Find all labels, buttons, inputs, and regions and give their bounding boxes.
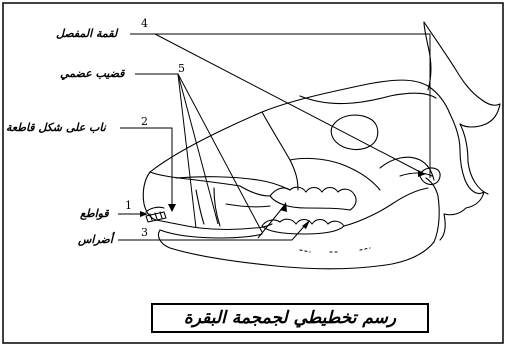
caption-box: رسم تخطيطي لجمجمة البقرة bbox=[151, 303, 429, 333]
diagram-caption: رسم تخطيطي لجمجمة البقرة bbox=[184, 308, 396, 328]
leader-line-4-diagonal bbox=[155, 34, 424, 174]
number-3: 3 bbox=[141, 226, 148, 239]
label-molars: أضراس bbox=[78, 233, 113, 246]
number-2: 2 bbox=[141, 115, 148, 128]
label-condyle: لقمة المفصل bbox=[56, 27, 117, 40]
arrowhead-canine bbox=[168, 204, 176, 212]
label-bony-rod: قضيب عضمي bbox=[60, 67, 124, 80]
label-canine: ناب على شكل قاطعة bbox=[6, 121, 106, 134]
leader-line-5c bbox=[178, 74, 262, 232]
label-incisors: قواطع bbox=[80, 207, 109, 220]
number-1: 1 bbox=[125, 199, 132, 212]
leader-line-2 bbox=[120, 128, 172, 210]
number-5: 5 bbox=[178, 62, 185, 75]
outer-frame bbox=[3, 3, 503, 343]
number-4: 4 bbox=[141, 17, 148, 30]
arrowhead-molar-upper bbox=[280, 202, 287, 212]
